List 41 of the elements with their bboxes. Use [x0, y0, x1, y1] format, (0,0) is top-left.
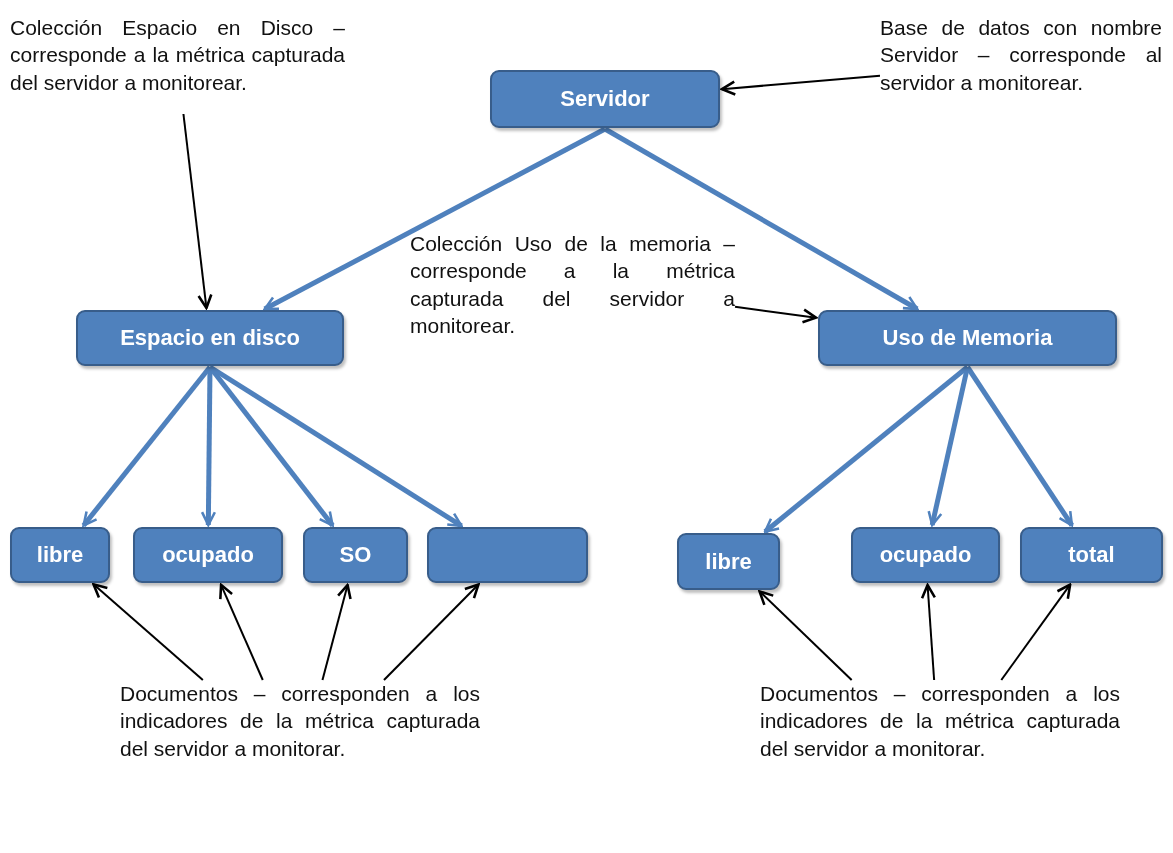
arrow	[965, 365, 1074, 527]
arrow	[383, 583, 480, 681]
category-box	[10, 527, 110, 583]
arrow	[1000, 583, 1072, 681]
arrow	[763, 365, 970, 534]
arrow	[219, 583, 264, 681]
category-box	[133, 527, 283, 583]
arrow	[603, 126, 919, 312]
box-label: libre	[36, 542, 84, 568]
box-label: total	[1068, 542, 1115, 568]
arrow	[720, 74, 881, 96]
category-box	[303, 527, 408, 583]
annotation-text: Colección Espacio en Disco – corresponde a la métrica capturada del servidor a monitorear.	[10, 14, 345, 114]
arrow	[321, 583, 352, 681]
box-shape	[427, 527, 588, 583]
annotation-text: Documentos – corresponden a los indicadores de la métrica capturada del servidor a monitorar.	[760, 680, 1120, 850]
arrow	[263, 126, 607, 312]
category-box	[76, 310, 344, 366]
box-label: ocupado	[879, 542, 972, 568]
category-box	[490, 70, 720, 128]
box-label: Espacio en disco	[120, 325, 300, 351]
category-box	[818, 310, 1117, 366]
box-label: Uso de Memoria	[882, 325, 1053, 351]
arrow	[758, 590, 853, 681]
arrow	[208, 364, 463, 529]
annotation-text: Documentos – corresponden a los indicadores de la métrica capturada del servidor a monitorar.	[120, 680, 480, 850]
box-label: libre	[705, 548, 752, 575]
annotation-text: Base de datos con nombre Servidor – corresponde al servidor a monitorear.	[880, 14, 1162, 114]
category-box	[1020, 527, 1163, 583]
arrow	[81, 365, 212, 527]
box-label: Servidor	[560, 86, 650, 112]
arrow	[182, 113, 213, 310]
annotation-text: Colección Uso de la memoria – corresponde a la métrica capturada del servidor a monitorear.	[410, 230, 735, 340]
category-box	[677, 533, 780, 590]
box-label: SO	[339, 542, 372, 568]
arrow	[920, 583, 937, 681]
arrow	[208, 365, 335, 527]
arrow	[92, 583, 204, 681]
arrow	[734, 305, 818, 324]
category-box	[851, 527, 1000, 583]
box-label: ocupado	[162, 542, 254, 568]
